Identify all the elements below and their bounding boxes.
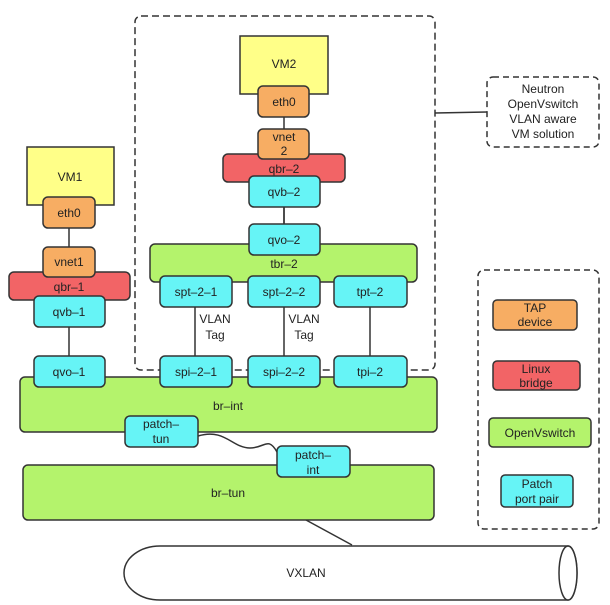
qvb2-label: qvb–2: [268, 185, 301, 199]
patch-tun-box: [124, 415, 199, 448]
tpt2-label: tpt–2: [357, 285, 384, 299]
vm1-label: VM1: [58, 170, 83, 184]
edges: [68, 117, 371, 546]
spi21-label: spi–2–1: [175, 365, 217, 379]
patch-int-box: [276, 445, 351, 478]
qvb1-label: qvb–1: [53, 305, 86, 319]
patch-int-label-line1: patch–: [295, 448, 331, 462]
tbr2-label: tbr–2: [270, 257, 298, 271]
legend-port-swatch: [500, 474, 574, 508]
vm1-eth0-box: [42, 196, 96, 229]
legend-bridge-line2: bridge: [519, 376, 553, 390]
qvo2-label: qvo–2: [268, 233, 301, 247]
spi21-box: [159, 355, 233, 388]
br-tun-label: br–tun: [211, 486, 245, 500]
qvo2-box: [248, 223, 321, 256]
br-int-label: br–int: [213, 399, 244, 413]
patch-tun-label-line1: patch–: [143, 417, 179, 431]
legend-bridge-swatch: [492, 360, 581, 391]
vnet2-box: [257, 128, 310, 160]
qvo1-box: [33, 355, 106, 388]
vnet1-box: [42, 246, 96, 278]
spt21-box: [159, 275, 233, 308]
qvb1-box: [33, 295, 106, 328]
tpt2-box: [333, 275, 408, 308]
legend-bridge-line1: Linux: [522, 362, 551, 376]
qbr1-label: qbr–1: [54, 280, 85, 294]
edge-brtun-vxlan: [305, 519, 353, 546]
legend-port-line2: port pair: [515, 492, 559, 506]
qbr2-label: qbr–2: [269, 162, 300, 176]
spi22-box: [247, 355, 321, 388]
vlan-tag-1-line2: Tag: [205, 328, 224, 342]
spt21-label: spt–2–1: [175, 285, 218, 299]
vnet2-label-line1: vnet: [273, 130, 296, 144]
legend-tap-swatch: [492, 299, 578, 331]
legend-port-line1: Patch: [522, 477, 553, 491]
br-tun-box: [22, 464, 435, 521]
vm1-box: [26, 146, 115, 206]
qvb2-box: [248, 175, 321, 208]
patch-int-label-line2: int: [307, 463, 320, 477]
tpi2-box: [333, 355, 408, 388]
callout-line4: VM solution: [512, 127, 575, 141]
legend-ovs-swatch: [488, 417, 592, 448]
vm2-eth0-label: eth0: [272, 95, 296, 109]
vm2-eth0-box: [257, 85, 310, 118]
spt22-label: spt–2–2: [263, 285, 306, 299]
legend-ovs-label: OpenVswitch: [505, 426, 576, 440]
spt22-box: [247, 275, 321, 308]
vm2-label: VM2: [272, 57, 297, 71]
vlan-tag-2-line2: Tag: [294, 328, 313, 342]
tpi2-label: tpi–2: [357, 365, 383, 379]
vnet2-label-line2: 2: [281, 144, 288, 158]
vxlan-label: VXLAN: [286, 566, 325, 580]
vm1-eth0-label: eth0: [57, 206, 81, 220]
legend-tap-line1: TAP: [524, 301, 546, 315]
vlan-tag-2-line1: VLAN: [288, 312, 319, 326]
callout-line1: Neutron: [522, 82, 565, 96]
vnet1-label: vnet1: [54, 255, 84, 269]
callout-line2: OpenVswitch: [508, 97, 579, 111]
edge-patch-pair: [197, 433, 278, 453]
legend-tap-line2: device: [518, 315, 553, 329]
vlan-tag-1-line1: VLAN: [199, 312, 230, 326]
callout-connector: [434, 111, 488, 114]
qvo1-label: qvo–1: [53, 365, 86, 379]
vxlan-tube: [123, 545, 578, 601]
callout-line3: VLAN aware: [509, 112, 577, 126]
patch-tun-label-line2: tun: [153, 432, 170, 446]
spi22-label: spi–2–2: [263, 365, 305, 379]
legend-box: [477, 269, 600, 530]
